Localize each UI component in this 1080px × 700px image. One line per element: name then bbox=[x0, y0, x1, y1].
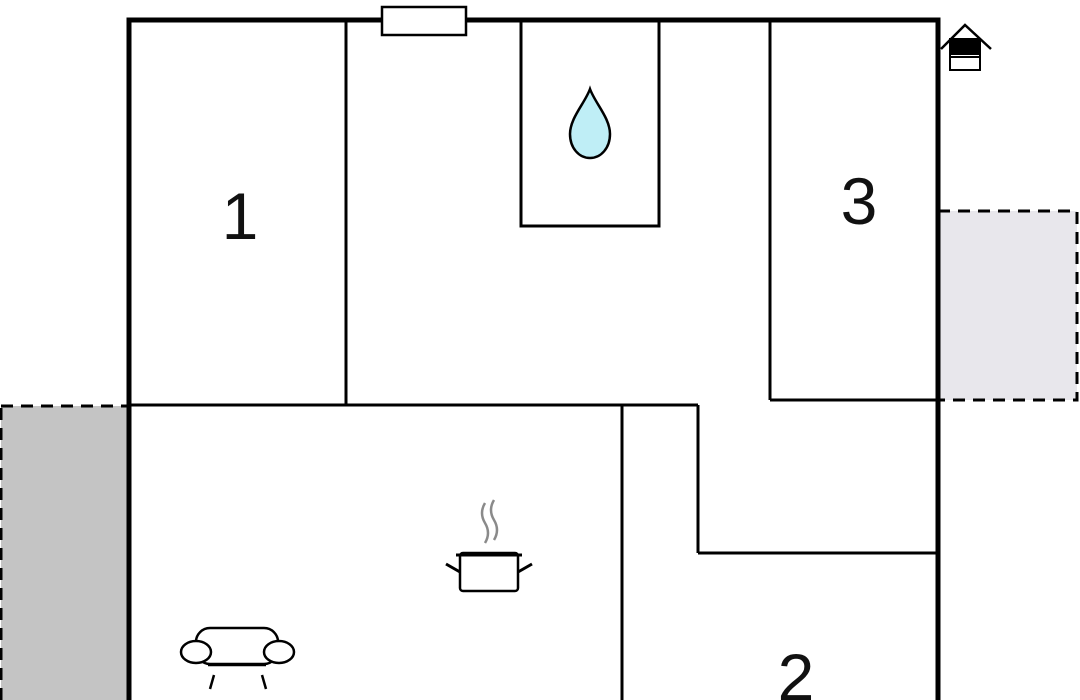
terrace-left bbox=[0, 404, 130, 700]
room-label-3: 3 bbox=[841, 164, 878, 238]
bathroom bbox=[519, 18, 661, 228]
house-entrance-icon bbox=[940, 23, 992, 71]
outer-walls bbox=[126, 17, 941, 700]
interior-walls bbox=[129, 20, 938, 700]
cooking-pot-icon bbox=[445, 499, 533, 593]
room-label-2: 2 bbox=[778, 640, 815, 700]
terrace-right bbox=[936, 209, 1079, 402]
window-icon bbox=[380, 5, 468, 37]
sofa-icon bbox=[179, 626, 296, 690]
water-drop-icon bbox=[568, 85, 612, 160]
room-label-1: 1 bbox=[222, 179, 259, 253]
